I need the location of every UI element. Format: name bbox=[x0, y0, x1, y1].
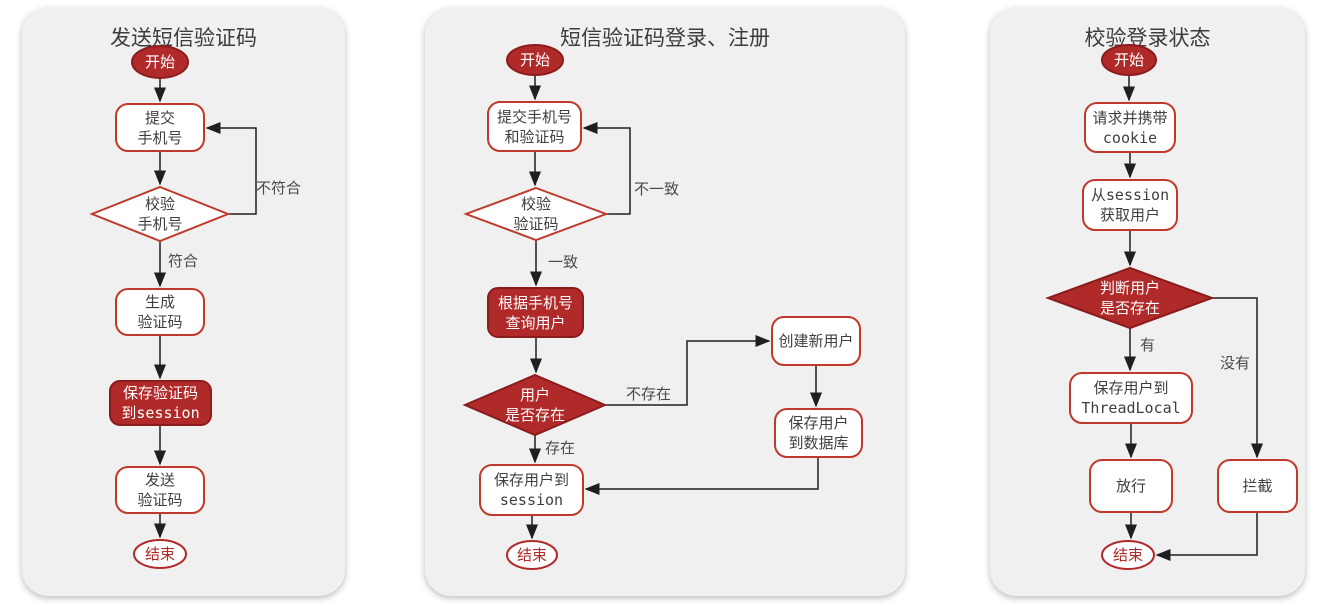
shape-p1-gen-code-box bbox=[115, 288, 205, 336]
edge-p3-intercept-end bbox=[1155, 512, 1258, 561]
shape-p1-save-code-box bbox=[109, 380, 212, 426]
shape-p2-create-user-box bbox=[771, 316, 861, 366]
node-p1-start: 开始 bbox=[144, 53, 175, 71]
shape-p3-judge-user-diamond bbox=[1045, 266, 1215, 330]
shape-p1-end-ellipse bbox=[133, 539, 187, 569]
shape-p2-user-exists-diamond bbox=[462, 373, 608, 437]
edge-p1-no-match-loop bbox=[205, 122, 257, 215]
node-p3-get-user: 从session 获取用户 bbox=[1090, 186, 1170, 224]
edge-p3-nothas-intercept bbox=[1212, 297, 1263, 459]
edge-label-p2-mismatch: 不一致 bbox=[634, 180, 680, 198]
shape-p2-check-code-diamond bbox=[463, 186, 609, 242]
shape-p2-submit-box bbox=[487, 101, 582, 152]
node-p2-create-user: 创建新用户 bbox=[778, 332, 854, 350]
shape-p1-check-phone-diamond bbox=[89, 185, 231, 243]
node-p1-gen-code: 生成 验证码 bbox=[137, 293, 183, 331]
node-p2-submit: 提交手机号 和验证码 bbox=[496, 107, 572, 146]
node-p2-user-exists: 用户 是否存在 bbox=[504, 386, 565, 424]
node-p3-start: 开始 bbox=[1113, 51, 1144, 69]
shape-p2-save-db-box bbox=[774, 408, 863, 458]
node-p3-save-threadlocal: 保存用户到 ThreadLocal bbox=[1081, 379, 1181, 417]
edge-label-p1-match: 符合 bbox=[168, 252, 199, 270]
node-p1-save-code: 保存验证码 到session bbox=[121, 384, 200, 422]
node-p3-end: 结束 bbox=[1112, 546, 1143, 564]
edge-label-p3-has: 有 bbox=[1140, 336, 1156, 354]
node-p1-submit-phone: 提交 手机号 bbox=[137, 108, 183, 147]
node-p2-save-session: 保存用户到 session bbox=[493, 471, 569, 509]
shape-p3-end-ellipse bbox=[1101, 540, 1155, 570]
shape-p1-send-code-box bbox=[115, 466, 205, 514]
node-p2-save-db: 保存用户 到数据库 bbox=[788, 414, 849, 452]
shape-p1-submit-phone-box bbox=[115, 103, 205, 152]
panel-title-sms-login-register: 短信验证码登录、注册 bbox=[560, 26, 770, 50]
node-p3-pass: 放行 bbox=[1115, 477, 1146, 495]
edge-label-p2-match: 一致 bbox=[548, 253, 579, 271]
shape-p3-request-box bbox=[1084, 102, 1176, 153]
edge-p2-savedb-savesession bbox=[584, 457, 819, 495]
node-p1-end: 结束 bbox=[144, 545, 175, 563]
node-p1-check-phone: 校验 手机号 bbox=[137, 195, 183, 233]
node-p3-intercept: 拦截 bbox=[1242, 477, 1273, 495]
shape-p3-intercept-box bbox=[1217, 459, 1298, 513]
node-p3-judge-user: 判断用户 是否存在 bbox=[1099, 279, 1160, 317]
shape-p3-get-user-box bbox=[1082, 179, 1178, 231]
shape-p3-save-threadlocal-box bbox=[1069, 372, 1193, 424]
edge-label-p1-no-match: 不符合 bbox=[256, 179, 302, 197]
shape-p3-pass-box bbox=[1089, 459, 1173, 513]
panel-title-check-login-state: 校验登录状态 bbox=[1084, 26, 1211, 50]
panel-title-send-sms-code: 发送短信验证码 bbox=[110, 26, 257, 50]
shape-p3-start-ellipse bbox=[1101, 44, 1157, 76]
node-p2-check-code: 校验 验证码 bbox=[513, 195, 559, 233]
edge-label-p3-not-has: 没有 bbox=[1220, 354, 1251, 372]
node-p2-query-user: 根据手机号 查询用户 bbox=[497, 293, 573, 332]
node-p1-send-code: 发送 验证码 bbox=[137, 471, 183, 509]
node-p2-end: 结束 bbox=[516, 546, 547, 564]
edge-label-p2-exists: 存在 bbox=[545, 439, 576, 457]
shape-p2-end-ellipse bbox=[506, 540, 558, 570]
edge-label-p2-not-exists: 不存在 bbox=[626, 385, 672, 403]
edge-p2-mismatch-loop bbox=[582, 122, 631, 215]
edge-p2-not-exists-create bbox=[605, 335, 771, 406]
node-p3-request: 请求并携带 cookie bbox=[1092, 108, 1168, 147]
shape-p2-query-user-box bbox=[487, 287, 584, 338]
node-p2-start: 开始 bbox=[519, 51, 550, 69]
shape-p1-start-ellipse bbox=[131, 45, 189, 79]
shape-p2-save-session-box bbox=[479, 464, 584, 516]
shape-p2-start-ellipse bbox=[506, 44, 564, 76]
